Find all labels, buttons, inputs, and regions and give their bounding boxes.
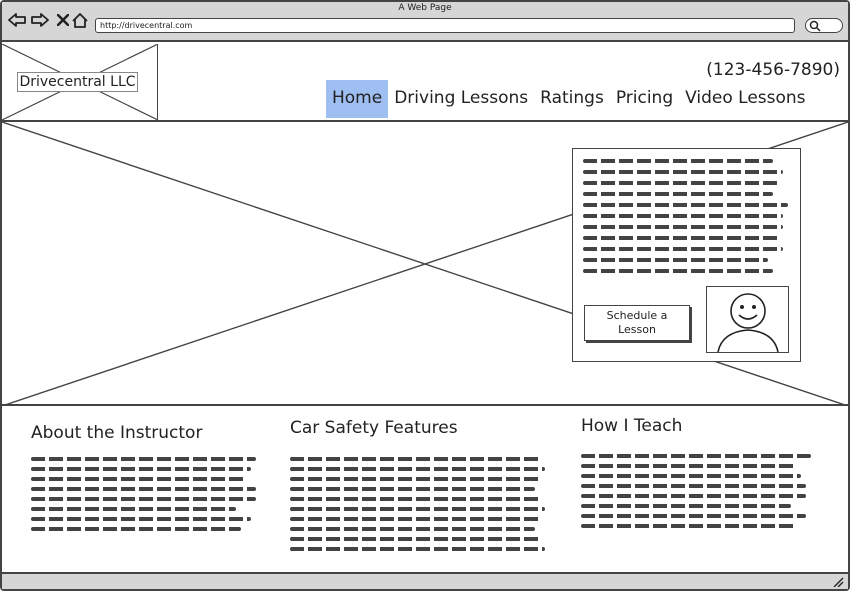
nav-video-lessons[interactable]: Video Lessons: [685, 88, 806, 108]
schedule-lesson-button[interactable]: Schedule a Lesson: [584, 305, 690, 341]
smiley-face-icon: [717, 293, 779, 352]
column-text: [581, 454, 821, 528]
back-arrow-icon[interactable]: [8, 12, 26, 28]
column-about: About the Instructor: [31, 423, 271, 537]
phone-number: (123-456-7890): [706, 60, 840, 80]
home-icon[interactable]: [71, 12, 89, 28]
site-header: [2, 44, 848, 122]
status-bar: [2, 572, 848, 589]
nav-pricing[interactable]: Pricing: [615, 88, 674, 108]
column-title: About the Instructor: [31, 423, 203, 443]
main-nav: Home Driving Lessons Ratings Pricing Vid…: [326, 80, 812, 118]
column-title: How I Teach: [581, 416, 683, 436]
nav-home[interactable]: Home: [326, 80, 389, 118]
column-safety: Car Safety Features: [290, 418, 555, 557]
logo-text: Drivecentral LLC: [17, 72, 138, 92]
resize-handle-icon[interactable]: [832, 577, 844, 587]
column-text: [31, 457, 271, 531]
column-text: [290, 457, 555, 551]
column-teaching: How I Teach: [581, 416, 821, 534]
search-field[interactable]: [805, 18, 843, 33]
window-title: A Web Page: [398, 3, 452, 13]
address-bar[interactable]: http://drivecentral.com: [95, 18, 795, 33]
intro-text-block: [583, 159, 788, 280]
search-icon: [809, 20, 821, 32]
column-title: Car Safety Features: [290, 418, 458, 438]
forward-arrow-icon[interactable]: [31, 12, 49, 28]
nav-ratings[interactable]: Ratings: [540, 88, 604, 108]
instructor-avatar: [706, 286, 789, 353]
close-icon[interactable]: [54, 12, 72, 28]
nav-driving-lessons[interactable]: Driving Lessons: [394, 88, 529, 108]
